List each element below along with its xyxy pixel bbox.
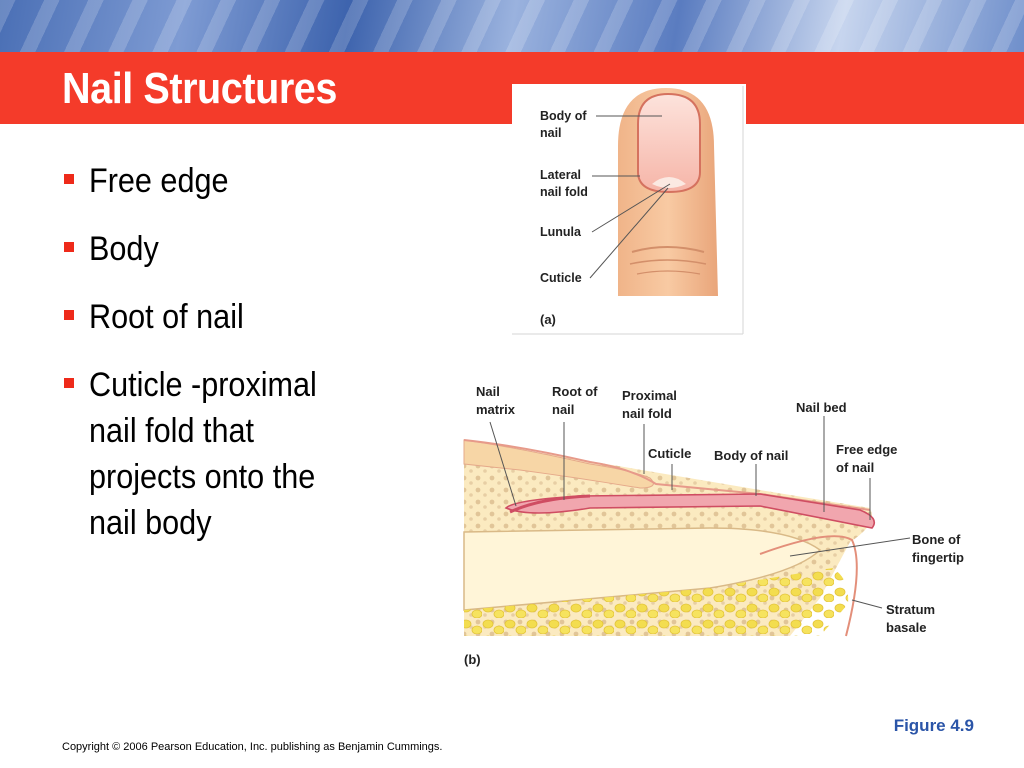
top-decorative-band — [0, 0, 1024, 52]
bullet-text: Body — [89, 230, 159, 268]
leader-line — [789, 537, 911, 557]
bullet-text: Root of nail — [89, 298, 244, 336]
lunula-shape — [652, 177, 686, 188]
bullet-item-root-of-nail: Root of nail — [62, 294, 362, 340]
epidermis-line — [463, 439, 871, 511]
label-cuticle: Cuticle — [648, 446, 691, 461]
nail-matrix-shape — [509, 494, 591, 514]
leader-line — [591, 183, 671, 233]
skin-crease — [629, 259, 707, 265]
label-body-of-nail: Body of — [540, 109, 587, 123]
label-body-of-nail: Body of nail — [714, 448, 788, 463]
label-bone-of-fingertip: Bone of — [912, 532, 961, 547]
label-lunula: Lunula — [540, 225, 582, 239]
label-cuticle: Cuticle — [540, 271, 582, 285]
square-bullet-icon — [64, 242, 74, 252]
square-bullet-icon — [64, 378, 74, 388]
label-proximal-nail-fold: nail fold — [622, 406, 672, 421]
figure-b-nail-section-illustration: Nail matrix Root of nail Proximal nail f… — [460, 378, 980, 670]
label-free-edge-of-nail: Free edge — [836, 442, 897, 457]
label-free-edge-of-nail: of nail — [836, 460, 874, 475]
fat-layer — [464, 568, 849, 636]
label-lateral-nail-fold: nail fold — [540, 185, 588, 199]
label-nail-matrix: matrix — [476, 402, 516, 417]
proximal-nail-fold-shape — [463, 439, 654, 489]
label-root-of-nail: Root of — [552, 384, 598, 399]
label-bone-of-fingertip: fingertip — [912, 550, 964, 565]
label-lateral-nail-fold: Lateral — [540, 168, 581, 182]
skin-crease — [631, 246, 705, 253]
square-bullet-icon — [64, 174, 74, 184]
panel-label-a: (a) — [540, 312, 556, 327]
stratum-basale-curve — [759, 535, 858, 637]
leader-line — [589, 187, 669, 279]
label-stratum-basale: Stratum — [886, 602, 935, 617]
label-nail-matrix: Nail — [476, 384, 500, 399]
bullet-item-free-edge: Free edge — [62, 158, 362, 204]
nail-section-drawing: Nail matrix Root of nail Proximal nail f… — [463, 384, 964, 667]
slide-title: Nail Structures — [62, 64, 337, 113]
label-nail-bed: Nail bed — [796, 400, 847, 415]
bone-shape — [463, 527, 822, 611]
nail-body-shape — [637, 92, 701, 194]
nail-plate-shape — [504, 493, 876, 529]
bullet-text: Cuticle -proximal nail fold that project… — [89, 366, 317, 542]
label-proximal-nail-fold: Proximal — [622, 388, 677, 403]
panel-label-b: (b) — [464, 652, 481, 667]
leader-line — [851, 599, 883, 609]
square-bullet-icon — [64, 310, 74, 320]
fingertip-drawing: Body of nail Lateral nail fold Lunula Cu… — [512, 84, 746, 336]
figure-caption: Figure 4.9 — [893, 716, 974, 735]
bullet-text: Free edge — [89, 162, 229, 200]
figure-a-fingertip-illustration: Body of nail Lateral nail fold Lunula Cu… — [512, 84, 746, 336]
label-stratum-basale: basale — [886, 620, 926, 635]
bullet-item-cuticle: Cuticle -proximal nail fold that project… — [62, 362, 362, 546]
label-root-of-nail: nail — [552, 402, 574, 417]
bullet-item-body: Body — [62, 226, 362, 272]
skin-crease — [636, 270, 701, 275]
label-body-of-nail: nail — [540, 126, 562, 140]
bullet-list: Free edge Body Root of nail Cuticle -pro… — [62, 158, 362, 568]
copyright-notice: Copyright © 2006 Pearson Education, Inc.… — [62, 741, 443, 753]
leader-line — [489, 421, 517, 507]
